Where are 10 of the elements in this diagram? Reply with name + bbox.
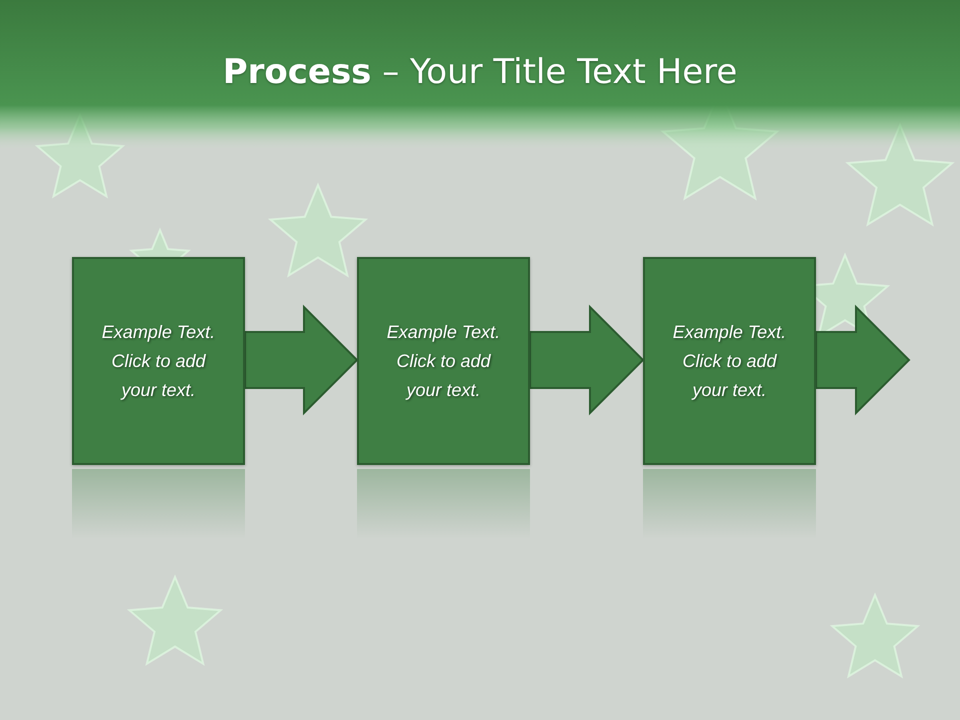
box-text: Example Text. Click to add your text. [100, 320, 216, 402]
slide-title: Process – Your Title Text Here [222, 52, 738, 92]
block-arrow [244, 304, 358, 416]
process-box [72, 257, 245, 465]
process-box [643, 257, 816, 465]
block-arrow [529, 304, 644, 416]
box-text: Example Text. Click to add your text. [672, 320, 788, 402]
box-text: Example Text. Click to add your text. [386, 320, 502, 402]
process-box [357, 257, 530, 465]
block-arrow [815, 304, 910, 416]
